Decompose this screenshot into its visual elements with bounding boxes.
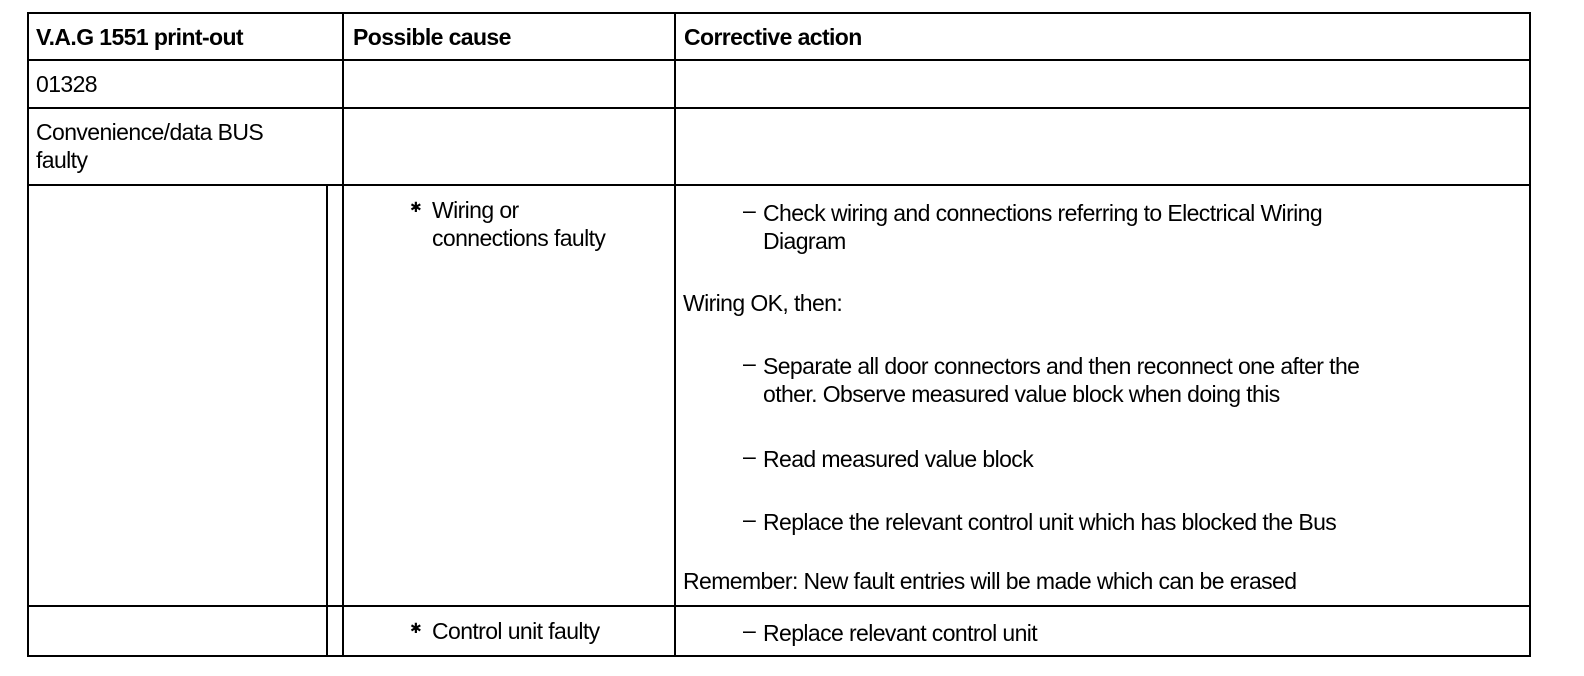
- row-divider: [29, 184, 1529, 186]
- header-possible-cause: Possible cause: [353, 24, 511, 50]
- header-divider: [29, 59, 1529, 61]
- dash-icon: –: [743, 443, 756, 469]
- row-divider: [29, 605, 1529, 607]
- wiring-ok-note: Wiring OK, then:: [683, 290, 843, 316]
- fault-description-line1: Convenience/data BUS: [36, 119, 264, 145]
- remember-note: Remember: New fault entries will be made…: [683, 568, 1297, 594]
- action-read-block: Read measured value block: [763, 446, 1034, 472]
- fault-description-line2: faulty: [36, 147, 88, 173]
- column-divider: [342, 14, 344, 655]
- bullet-icon: ✱: [410, 620, 422, 636]
- action-separate-connectors-line1: Separate all door connectors and then re…: [763, 353, 1360, 379]
- dash-icon: –: [743, 506, 756, 532]
- header-printout: V.A.G 1551 print-out: [36, 24, 244, 50]
- action-check-wiring-line1: Check wiring and connections referring t…: [763, 200, 1323, 226]
- dash-icon: –: [743, 197, 756, 223]
- fault-code: 01328: [36, 71, 98, 97]
- dash-icon: –: [743, 350, 756, 376]
- cause-control-unit: Control unit faulty: [432, 618, 600, 644]
- header-corrective-action: Corrective action: [684, 24, 862, 50]
- row-divider: [29, 107, 1529, 109]
- cause-wiring-line2: connections faulty: [432, 225, 606, 251]
- fault-table: V.A.G 1551 print-out Possible cause Corr…: [27, 12, 1531, 657]
- column-divider-double: [326, 184, 328, 655]
- action-replace-blocking-unit: Replace the relevant control unit which …: [763, 509, 1337, 535]
- action-separate-connectors-line2: other. Observe measured value block when…: [763, 381, 1280, 407]
- dash-icon: –: [743, 617, 756, 643]
- action-check-wiring-line2: Diagram: [763, 228, 846, 254]
- column-divider: [674, 14, 676, 655]
- cause-wiring-line1: Wiring or: [432, 197, 519, 223]
- action-replace-control-unit: Replace relevant control unit: [763, 620, 1038, 646]
- bullet-icon: ✱: [410, 199, 422, 215]
